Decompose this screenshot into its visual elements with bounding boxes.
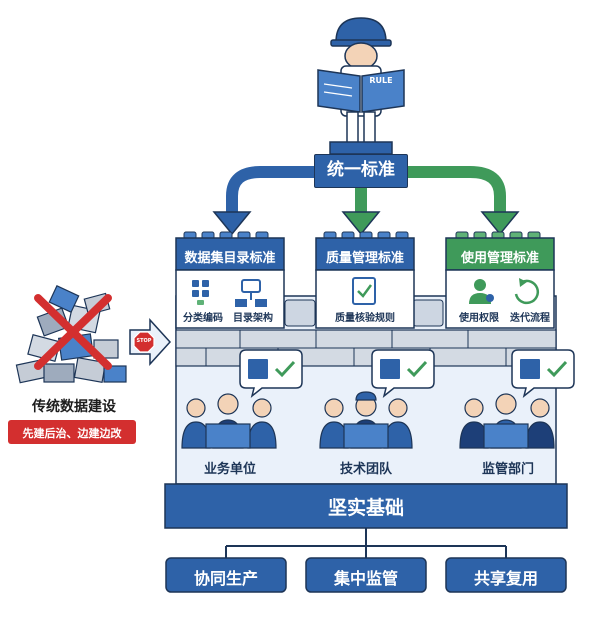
- outcome-share-label: 共享复用: [473, 569, 538, 588]
- module-catalog-item-1: 分类编码: [183, 313, 223, 324]
- traditional-build-title: 传统数据建设: [32, 399, 116, 415]
- classification-code-icon: [192, 280, 209, 305]
- module-quality-item-1: 质量核验规则: [335, 313, 395, 324]
- standard-bearer-figure: [317, 17, 405, 145]
- traditional-build-subtitle: 先建后治、边建边改: [22, 427, 122, 440]
- book-cover-text: RULE: [369, 76, 393, 85]
- tech-team-people: [319, 391, 413, 449]
- foundation-connectors: [225, 528, 507, 558]
- foundation-label: 坚实基础: [327, 497, 404, 519]
- directory-structure-icon: [235, 279, 267, 307]
- team-1-speech-bubble: [239, 349, 303, 398]
- module-usage-title: 使用管理标准: [460, 251, 539, 266]
- module-catalog-title: 数据集目录标准: [184, 251, 276, 266]
- module-quality-title: 质量管理标准: [325, 251, 404, 266]
- unified-standard-box: 统一标准: [314, 154, 408, 188]
- outcome-box-2: [305, 557, 427, 593]
- quality-check-icon: [352, 277, 376, 305]
- stop-sign-icon: [133, 331, 155, 353]
- iteration-cycle-icon: [514, 278, 540, 305]
- subtitle-ribbon: [8, 420, 136, 444]
- brick-band: [175, 329, 557, 367]
- foundation-slab: [164, 483, 568, 529]
- module-catalog-item-2: 目录架构: [233, 313, 273, 324]
- team-business-label: 业务单位: [203, 462, 256, 477]
- module-usage: [445, 231, 555, 329]
- unified-standard-label: 统一标准: [327, 160, 395, 180]
- regulator-people: [459, 393, 555, 449]
- connector-studs: [284, 299, 444, 327]
- team-3-speech-bubble: [511, 349, 575, 398]
- business-unit-people: [181, 393, 277, 449]
- stop-sign-text: STOP: [136, 338, 152, 344]
- permission-user-icon: [469, 279, 494, 304]
- outcome-collab-label: 协同生产: [193, 569, 258, 588]
- team-tech-label: 技术团队: [339, 462, 392, 477]
- team-2-speech-bubble: [371, 349, 435, 398]
- module-usage-item-2: 迭代流程: [510, 313, 550, 324]
- outcome-central-label: 集中监管: [333, 569, 398, 588]
- team-regulator-label: 监管部门: [481, 462, 534, 477]
- pedestal: [329, 141, 393, 155]
- module-usage-item-1: 使用权限: [459, 313, 499, 324]
- outcome-box-3: [445, 557, 567, 593]
- cross-out-icon: [34, 294, 112, 370]
- distribution-arrows: [212, 166, 520, 236]
- outcome-box-1: [165, 557, 287, 593]
